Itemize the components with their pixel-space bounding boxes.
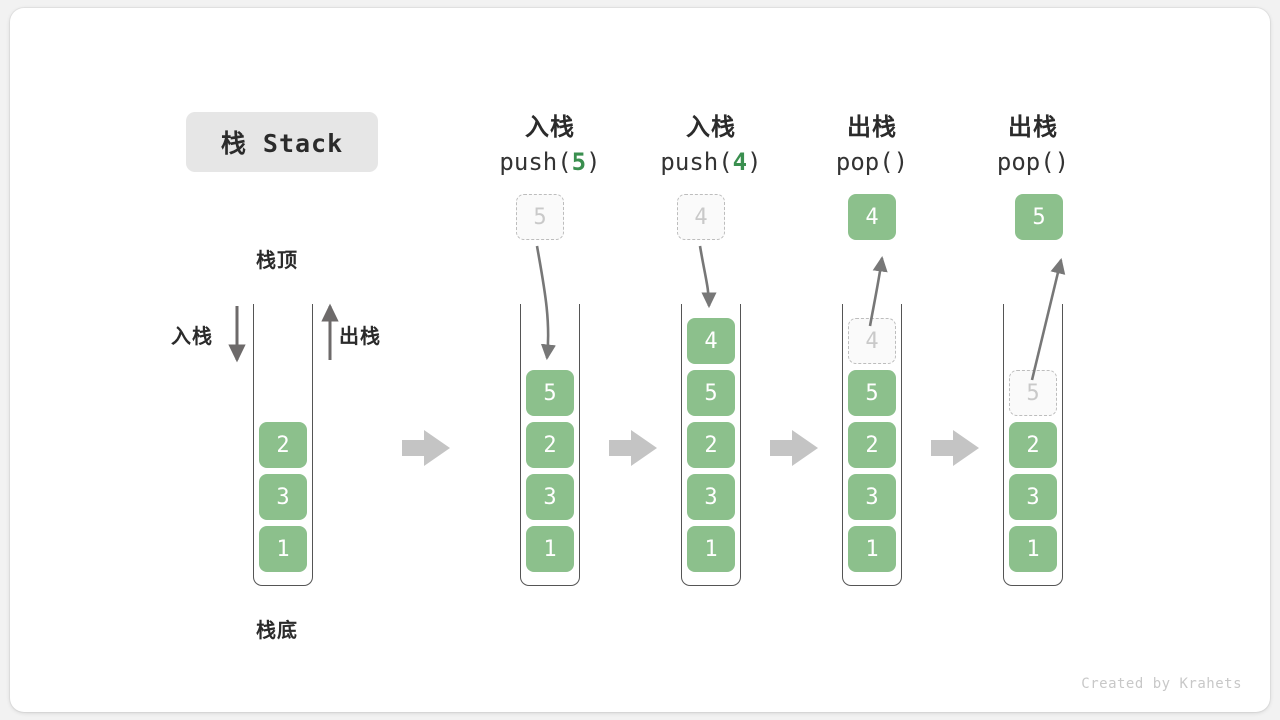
column-header-pop-5: 出栈 pop()	[933, 110, 1133, 180]
stack-cell: 5	[848, 370, 896, 416]
stack-cell: 5	[526, 370, 574, 416]
code-suffix: )	[893, 148, 909, 176]
column-header-code: push(4)	[611, 144, 811, 180]
column-header-code: pop()	[772, 144, 972, 180]
stack-cell: 2	[259, 422, 307, 468]
code-suffix: )	[586, 148, 601, 176]
stack-tube-push-5	[520, 304, 580, 586]
flow-arrow	[402, 430, 450, 466]
code-prefix: push(	[499, 148, 572, 176]
diagram-stage: 栈 Stack 入栈 push(5) 入栈 push(4) 出栈 pop() 出…	[10, 8, 1270, 712]
stack-cell: 1	[259, 526, 307, 572]
push-5-arrow	[535, 245, 556, 361]
stack-tube-pop-4	[842, 304, 902, 586]
stack-cell: 2	[526, 422, 574, 468]
popped-cell-4: 4	[848, 194, 896, 240]
stack-cell: 1	[1009, 526, 1057, 572]
code-suffix: )	[747, 148, 762, 176]
column-header-push-5: 入栈 push(5)	[450, 110, 650, 180]
diagram-card: 栈 Stack 入栈 push(5) 入栈 push(4) 出栈 pop() 出…	[10, 8, 1270, 712]
stack-cell: 3	[848, 474, 896, 520]
column-header-label: 出栈	[1008, 113, 1058, 141]
pop-direction-label: 出栈	[339, 324, 381, 348]
column-header-label: 出栈	[847, 113, 897, 141]
popped-cell-5: 5	[1015, 194, 1063, 240]
code-arg: 5	[571, 148, 587, 176]
stack-cell: 4	[687, 318, 735, 364]
stack-tube-initial	[253, 304, 313, 586]
diagram-title: 栈 Stack	[186, 112, 378, 172]
stack-tube-pop-5	[1003, 304, 1063, 586]
flow-arrow	[931, 430, 979, 466]
stack-cell: 1	[687, 526, 735, 572]
stack-cell: 1	[848, 526, 896, 572]
column-header-push-4: 入栈 push(4)	[611, 110, 811, 180]
flow-arrow	[770, 430, 818, 466]
push-4-arrow	[698, 245, 717, 309]
stack-cell: 2	[687, 422, 735, 468]
push-direction-label: 入栈	[171, 324, 213, 348]
code-prefix: pop(	[835, 148, 894, 176]
stack-bottom-label: 栈底	[256, 618, 298, 642]
stack-cell: 3	[687, 474, 735, 520]
code-arg: 4	[732, 148, 748, 176]
column-header-code: pop()	[933, 144, 1133, 180]
attribution-footer: Created by Krahets	[1081, 676, 1242, 692]
ghost-cell-push-5: 5	[516, 194, 564, 240]
flow-arrow	[609, 430, 657, 466]
stack-cell: 2	[1009, 422, 1057, 468]
column-header-code: push(5)	[450, 144, 650, 180]
code-prefix: pop(	[996, 148, 1055, 176]
column-header-label: 入栈	[686, 113, 736, 141]
stack-cell: 2	[848, 422, 896, 468]
column-header-label: 入栈	[525, 113, 575, 141]
stack-cell: 3	[259, 474, 307, 520]
ghost-cell-pop-4: 4	[848, 318, 896, 364]
pop-5-arrow	[1030, 257, 1066, 381]
code-prefix: push(	[660, 148, 733, 176]
code-suffix: )	[1054, 148, 1070, 176]
column-header-pop-4: 出栈 pop()	[772, 110, 972, 180]
stack-cell: 5	[687, 370, 735, 416]
pop-4-arrow	[868, 255, 888, 327]
stack-cell: 3	[1009, 474, 1057, 520]
ghost-cell-push-4: 4	[677, 194, 725, 240]
stack-cell: 1	[526, 526, 574, 572]
stack-cell: 3	[526, 474, 574, 520]
stack-top-label: 栈顶	[256, 248, 298, 272]
stack-tube-push-4	[681, 304, 741, 586]
arrow-overlay	[228, 245, 1066, 466]
